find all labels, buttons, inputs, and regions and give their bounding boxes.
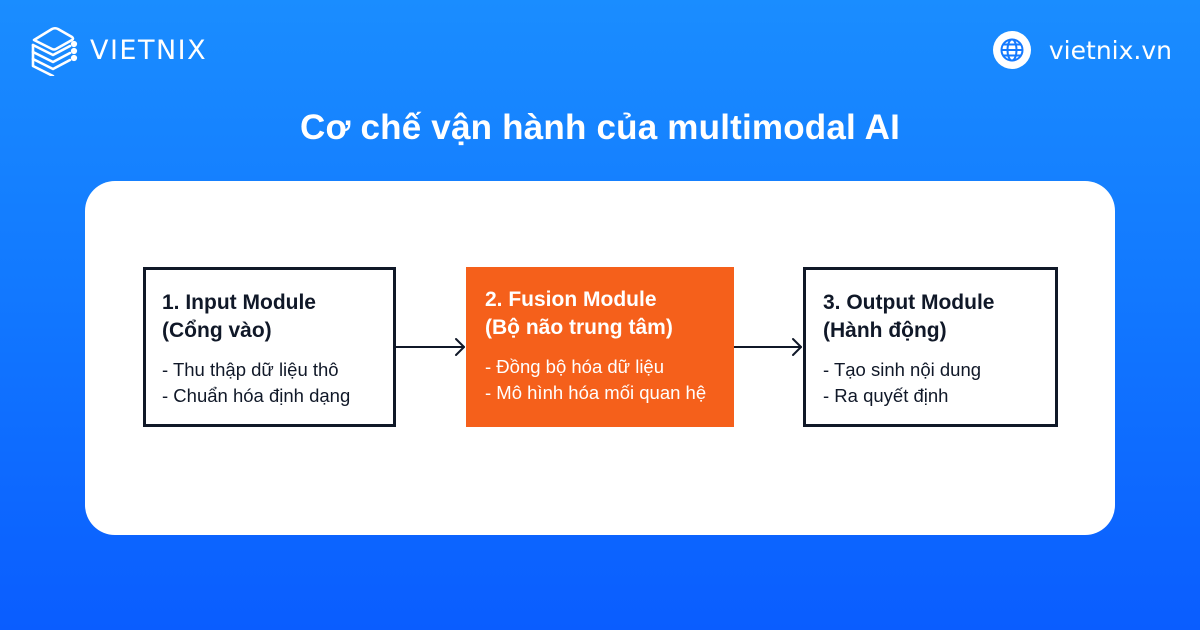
module-input: 1. Input Module (Cổng vào) - Thu thập dữ…	[143, 267, 396, 427]
brand-name: VIETNIX	[90, 34, 208, 66]
module-subtitle-line: (Bộ não trung tâm)	[485, 316, 673, 339]
server-stack-icon	[31, 26, 78, 76]
brand-logo: VIETNIX	[30, 24, 207, 76]
module-title: 1. Input Module (Cổng vào)	[162, 289, 377, 345]
diagram-card: 1. Input Module (Cổng vào) - Thu thập dữ…	[85, 181, 1115, 535]
module-item: - Đồng bộ hóa dữ liệu	[485, 356, 665, 377]
module-subtitle-line: (Hành động)	[823, 319, 947, 342]
page-title: Cơ chế vận hành của multimodal AI	[299, 108, 900, 147]
module-title-line: 2. Fusion Module	[485, 288, 657, 311]
module-item: - Mô hình hóa mối quan hệ	[485, 382, 707, 403]
module-title-line: 1. Input Module	[162, 291, 316, 314]
site-url[interactable]: vietnix.vn	[1048, 35, 1172, 65]
module-output: 3. Output Module (Hành động) - Tạo sinh …	[803, 267, 1058, 427]
site-link[interactable]: vietnix.vn	[992, 31, 1172, 69]
module-item: - Tạo sinh nội dung	[823, 359, 982, 380]
module-item: - Thu thập dữ liệu thô	[162, 359, 339, 380]
module-title: 3. Output Module (Hành động)	[823, 289, 1039, 345]
arrow-right-icon	[396, 338, 465, 356]
arrow-right-icon	[734, 338, 802, 356]
module-items: - Thu thập dữ liệu thô - Chuẩn hóa định …	[162, 357, 377, 409]
module-item: - Ra quyết định	[823, 385, 949, 406]
module-items: - Đồng bộ hóa dữ liệu - Mô hình hóa mối …	[485, 354, 718, 406]
module-subtitle-line: (Cổng vào)	[162, 319, 272, 342]
module-title: 2. Fusion Module (Bộ não trung tâm)	[485, 286, 718, 342]
globe-icon	[992, 31, 1031, 69]
module-fusion: 2. Fusion Module (Bộ não trung tâm) - Đồ…	[466, 267, 734, 427]
module-title-line: 3. Output Module	[823, 291, 995, 314]
module-item: - Chuẩn hóa định dạng	[162, 385, 351, 406]
module-items: - Tạo sinh nội dung - Ra quyết định	[823, 357, 1039, 409]
